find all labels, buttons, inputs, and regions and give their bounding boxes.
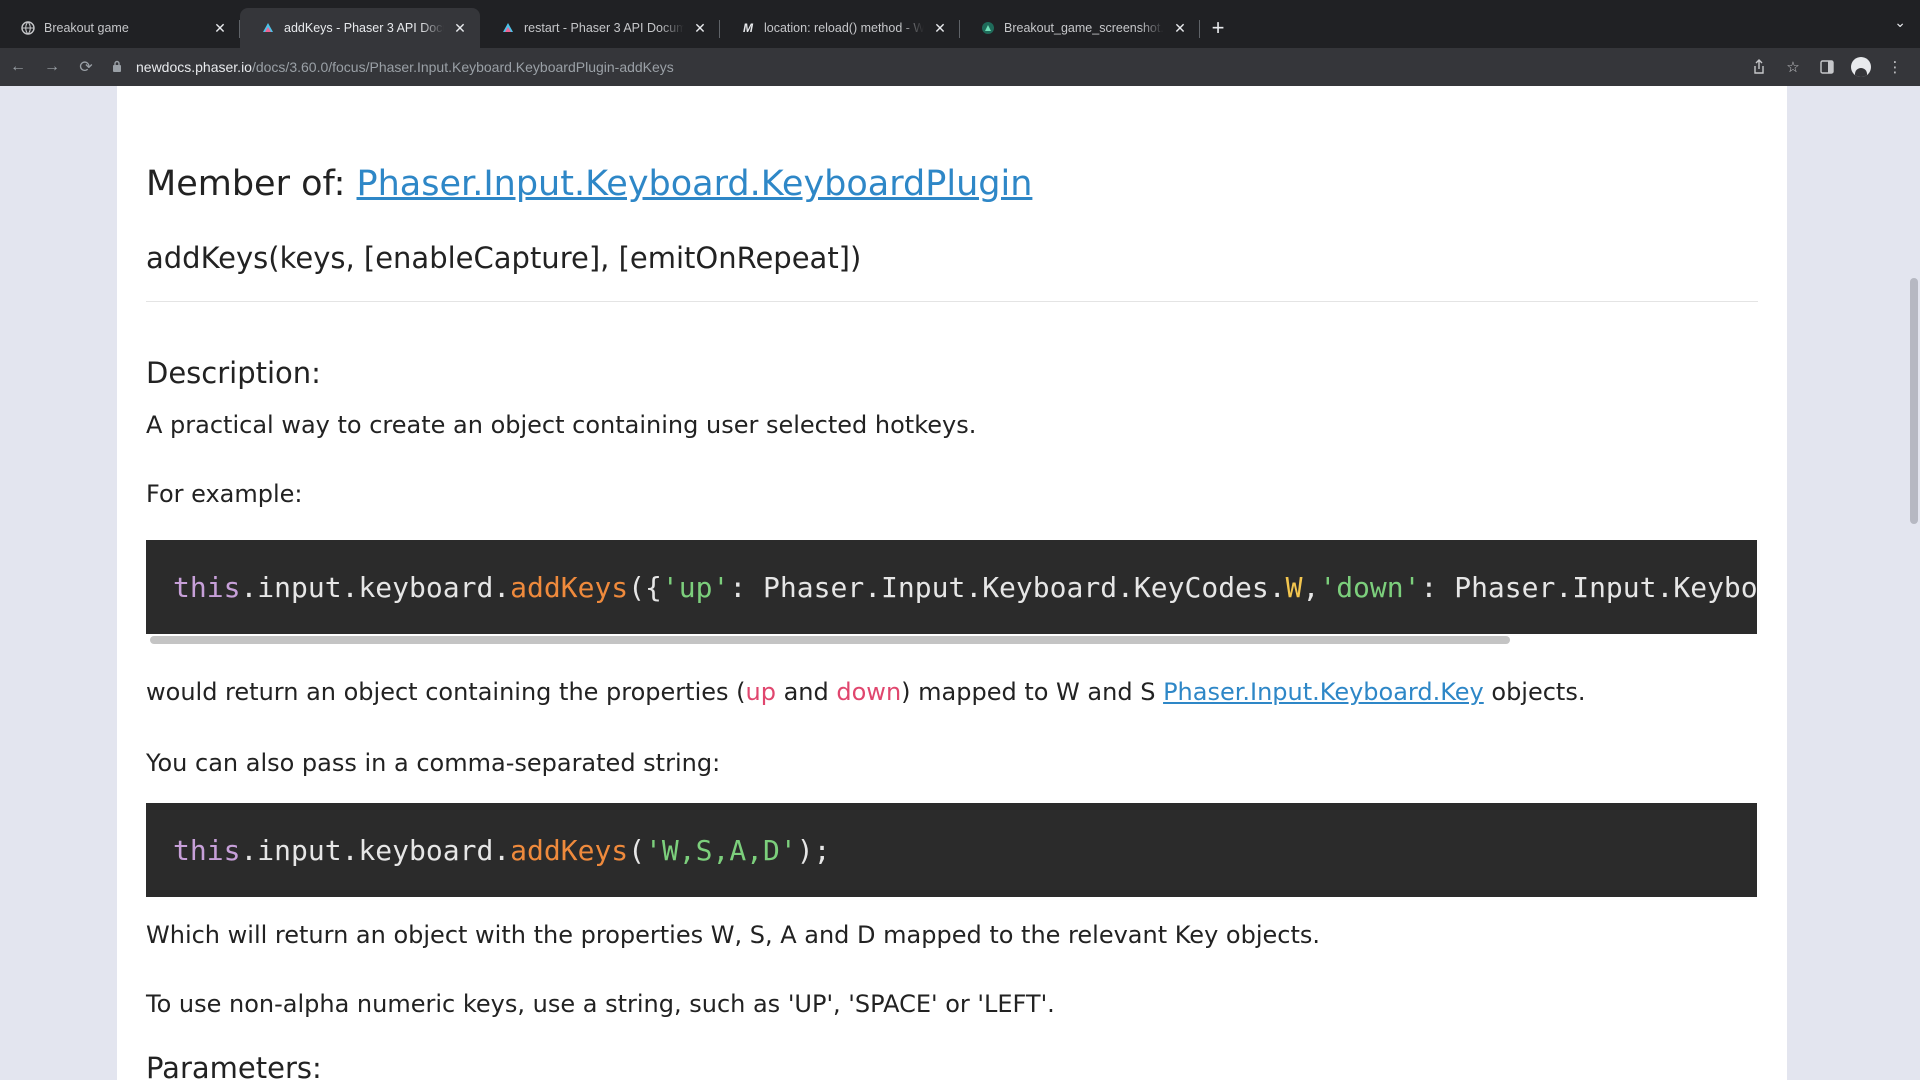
phaser-icon bbox=[500, 20, 516, 36]
more-menu-icon[interactable]: ⋮ bbox=[1887, 59, 1903, 76]
lock-icon bbox=[112, 60, 126, 75]
method-card: addKeys(keys, [enableCapture], [emitOnRe… bbox=[117, 215, 1787, 1080]
close-icon[interactable]: ✕ bbox=[454, 20, 466, 36]
tab-location-reload[interactable]: M location: reload() method - Web APIs ✕ bbox=[720, 8, 960, 48]
tab-restart[interactable]: restart - Phaser 3 API Documentation ✕ bbox=[480, 8, 720, 48]
inline-code-up: up bbox=[745, 678, 776, 706]
tab-addkeys[interactable]: addKeys - Phaser 3 API Documentation ✕ bbox=[240, 8, 480, 48]
parameters-heading: Parameters: bbox=[146, 1051, 322, 1080]
url-path: /docs/3.60.0/focus/Phaser.Input.Keyboard… bbox=[251, 59, 674, 75]
non-alpha-text: To use non-alpha numeric keys, use a str… bbox=[146, 990, 1055, 1018]
share-icon[interactable] bbox=[1744, 52, 1774, 82]
code-block-object[interactable]: this.input.keyboard.addKeys({ 'up': Phas… bbox=[146, 540, 1757, 634]
page-viewport: Member of: Phaser.Input.Keyboard.Keyboar… bbox=[0, 86, 1920, 1080]
code-block-string[interactable]: this.input.keyboard.addKeys('W,S,A,D'); bbox=[146, 803, 1757, 897]
tab-screenshot[interactable]: Breakout_game_screenshot.png ✕ bbox=[960, 8, 1200, 48]
profile-avatar[interactable] bbox=[1846, 52, 1876, 82]
tab-title: location: reload() method - Web APIs bbox=[764, 21, 924, 35]
scrollbar-thumb[interactable] bbox=[1910, 278, 1918, 524]
forward-arrow-icon[interactable]: → bbox=[44, 58, 60, 75]
address-bar[interactable]: newdocs.phaser.io/docs/3.60.0/focus/Phas… bbox=[112, 52, 1752, 82]
close-icon[interactable]: ✕ bbox=[934, 20, 946, 36]
divider bbox=[146, 301, 1758, 302]
member-of: Member of: Phaser.Input.Keyboard.Keyboar… bbox=[146, 164, 1032, 204]
example-label: For example: bbox=[146, 480, 303, 508]
method-signature: addKeys(keys, [enableCapture], [emitOnRe… bbox=[146, 241, 862, 275]
phaser-icon bbox=[260, 20, 276, 36]
side-panel-icon[interactable] bbox=[1812, 52, 1842, 82]
globe-icon bbox=[20, 20, 36, 36]
star-icon[interactable]: ☆ bbox=[1786, 59, 1800, 76]
string-return-text: Which will return an object with the pro… bbox=[146, 921, 1320, 949]
tab-title: restart - Phaser 3 API Documentation bbox=[524, 21, 684, 35]
key-link[interactable]: Phaser.Input.Keyboard.Key bbox=[1163, 678, 1484, 706]
close-icon[interactable]: ✕ bbox=[1174, 20, 1186, 36]
member-link[interactable]: Phaser.Input.Keyboard.KeyboardPlugin bbox=[356, 164, 1033, 204]
close-icon[interactable]: ✕ bbox=[694, 20, 706, 36]
mdn-icon: M bbox=[743, 21, 753, 35]
tab-breakout-game[interactable]: Breakout game ✕ bbox=[0, 8, 240, 48]
tab-title: addKeys - Phaser 3 API Documentation bbox=[284, 21, 444, 35]
description-text: A practical way to create an object cont… bbox=[146, 411, 977, 439]
return-description: would return an object containing the pr… bbox=[146, 678, 1586, 706]
chevron-down-icon[interactable]: ⌄ bbox=[1894, 14, 1906, 30]
reload-icon[interactable]: ⟳ bbox=[79, 59, 93, 76]
new-tab-button[interactable]: + bbox=[1211, 15, 1225, 40]
string-option-text: You can also pass in a comma-separated s… bbox=[146, 749, 721, 777]
image-icon bbox=[980, 20, 996, 36]
description-heading: Description: bbox=[146, 356, 321, 390]
page-scrollbar[interactable] bbox=[1906, 86, 1920, 1080]
inline-code-down: down bbox=[836, 678, 902, 706]
avatar bbox=[1851, 57, 1871, 77]
tab-title: Breakout game bbox=[44, 21, 129, 35]
url-host: newdocs.phaser.io bbox=[136, 59, 252, 75]
back-arrow-icon[interactable]: ← bbox=[10, 58, 26, 75]
browser-toolbar: ← → ⟳ newdocs.phaser.io/docs/3.60.0/focu… bbox=[0, 48, 1920, 86]
close-icon[interactable]: ✕ bbox=[214, 20, 226, 36]
member-label: Member of: bbox=[146, 164, 346, 204]
code-scrollbar[interactable] bbox=[150, 636, 1510, 644]
tab-title: Breakout_game_screenshot.png bbox=[1004, 21, 1164, 35]
tab-strip: Breakout game ✕ addKeys - Phaser 3 API D… bbox=[0, 0, 1920, 48]
